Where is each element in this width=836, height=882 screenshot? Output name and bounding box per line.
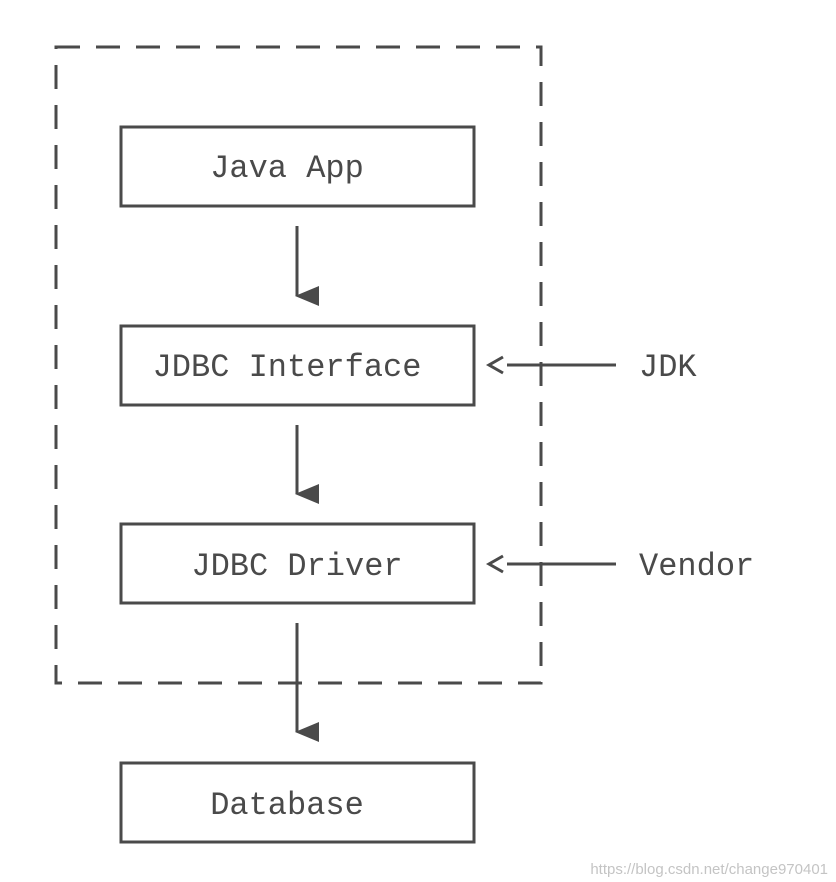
jdbc-interface-label: JDBC Interface	[153, 349, 422, 386]
vendor-arrow-head	[485, 554, 504, 574]
java-app-label: Java App	[210, 150, 364, 187]
jdbc-interface-box	[119, 324, 476, 407]
jdk-connector: JDK	[485, 349, 697, 386]
jdbc-driver-node: JDBC Driver	[119, 522, 476, 605]
jdk-arrow-head	[485, 355, 504, 375]
jdk-label: JDK	[639, 349, 697, 386]
jdbc-driver-box	[119, 522, 476, 605]
vendor-connector: Vendor	[485, 548, 754, 585]
jdbc-interface-node: JDBC Interface	[119, 324, 476, 407]
database-box	[119, 761, 476, 844]
java-app-node: Java App	[119, 125, 476, 208]
database-label: Database	[210, 787, 364, 824]
java-app-box	[119, 125, 476, 208]
jdbc-driver-label: JDBC Driver	[191, 548, 402, 585]
vendor-label: Vendor	[639, 548, 754, 585]
watermark-url: https://blog.csdn.net/change970401	[590, 861, 828, 878]
database-node: Database	[119, 761, 476, 844]
